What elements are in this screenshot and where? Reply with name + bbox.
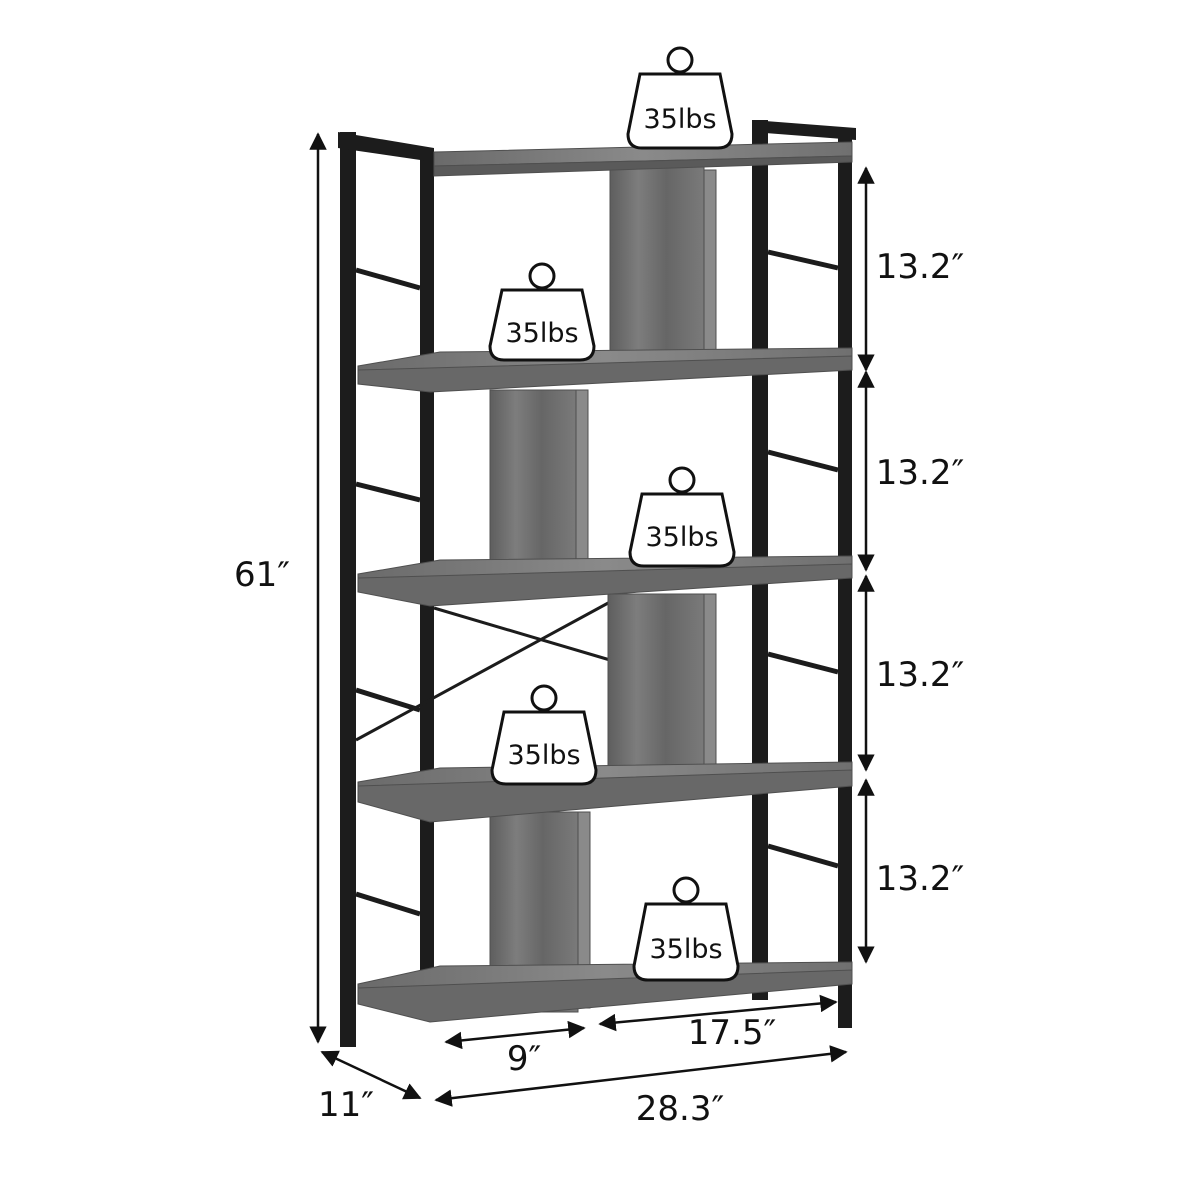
shelf-top [433,141,853,177]
section-dimensions: 9″ 17.5″ [444,994,838,1079]
divider-panel-2 [489,389,577,587]
width-total-label: 28.3″ [636,1089,724,1129]
right-side-crossbars [767,249,839,869]
weight-ring [528,262,556,290]
weight-badge: 35lbs [632,876,740,982]
large-section-arrow [598,994,838,1032]
weight-label: 35lbs [507,740,580,771]
weight-badge: 35lbs [488,262,596,362]
weight-ring [530,684,558,712]
divider-panel-3 [607,593,705,791]
top-right-rail [752,120,856,140]
divider-panel-1 [609,165,705,367]
left-side-crossbars [355,267,421,917]
shelf-gap-dimensions: 13.2″ 13.2″ 13.2″ 13.2″ [857,166,964,964]
small-section-label: 9″ [507,1039,541,1079]
shelf-gap-label: 13.2″ [876,859,964,899]
back-x-brace [355,600,611,742]
weight-badge: 35lbs [628,466,736,568]
top-left-rail [338,132,434,162]
weight-icon [490,710,598,786]
weight-label: 35lbs [643,104,716,135]
weight-badge: 35lbs [490,684,598,786]
depth-arrow [320,1050,422,1100]
weight-icon [632,902,740,982]
depth-label: 11″ [318,1085,374,1125]
weight-ring [668,466,696,494]
shelf-gap-label: 13.2″ [876,453,964,493]
weight-badge: 35lbs [626,46,734,150]
small-section-arrow [444,1020,586,1050]
depth-dimension: 11″ [318,1050,422,1125]
divider-panel-2-side [575,389,589,587]
divider-panel-1-side [703,169,717,367]
front-left-post [340,132,356,1047]
weight-label: 35lbs [645,522,718,553]
height-dimension: 61″ [234,132,327,1044]
weight-ring [672,876,700,904]
divider-panel-3-side [703,593,717,785]
shelf-4 [357,761,853,823]
width-arrow [434,1045,848,1107]
shelf-bottom [357,961,853,1023]
height-total-label: 61″ [234,555,290,595]
weight-ring [666,46,694,74]
weight-icon [628,492,736,568]
width-dimension: 28.3″ [434,1045,848,1129]
shelf-gap-label: 13.2″ [876,247,964,287]
weight-label: 35lbs [505,318,578,349]
weight-icon [488,288,596,362]
weight-label: 35lbs [649,934,722,965]
shelf-3 [357,555,853,607]
shelf-2 [357,347,853,393]
weight-icon [626,72,734,150]
bookshelf [338,120,856,1047]
shelf-gap-label: 13.2″ [876,655,964,695]
large-section-label: 17.5″ [688,1013,776,1053]
